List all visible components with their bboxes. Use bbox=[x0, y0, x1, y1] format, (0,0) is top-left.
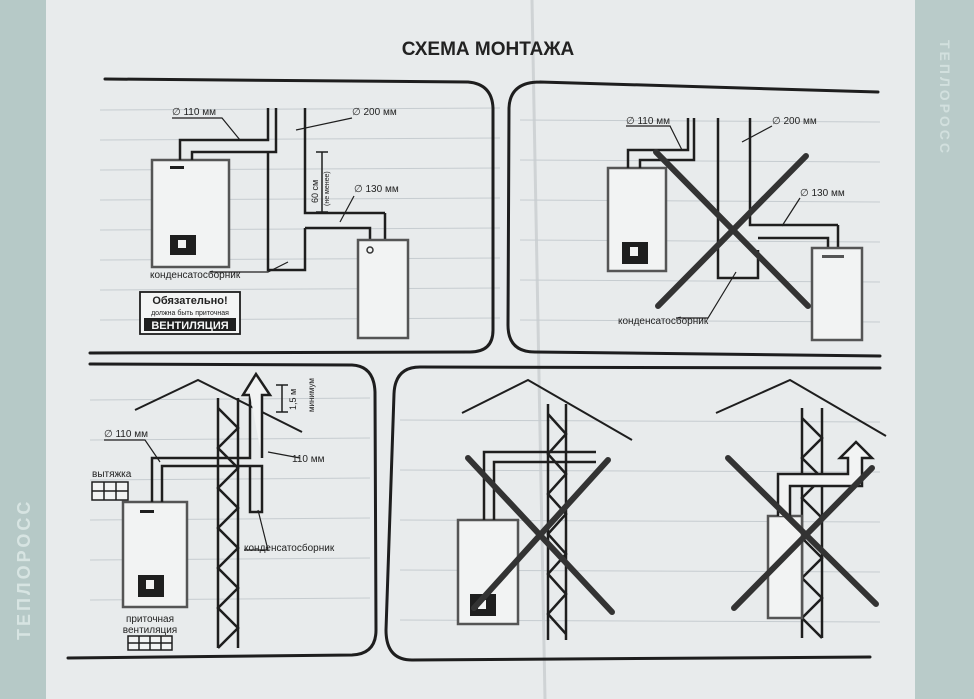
panel-top-right-border bbox=[506, 80, 882, 358]
panel-top-left-border bbox=[88, 77, 495, 355]
label-condensate-bl: конденсатосборник bbox=[244, 542, 335, 554]
ventilation-notice: Обязательно! должна быть приточная ВЕНТИ… bbox=[139, 291, 241, 335]
panel-bottom-left bbox=[91, 371, 303, 651]
flue-pipe-130-tr bbox=[758, 225, 840, 248]
label-110-bl: 110 мм bbox=[292, 454, 325, 465]
label-height-note-tl: (не менее) bbox=[324, 171, 331, 206]
label-d130-tr: ∅ 130 мм bbox=[800, 188, 845, 199]
label-condensate-tl: конденсатосборник bbox=[150, 269, 241, 281]
flue-pipe-bl bbox=[150, 395, 264, 514]
side-text-left: ТЕПЛОРОСС bbox=[14, 499, 34, 640]
label-supply-1: приточная bbox=[126, 614, 174, 625]
panel-borders bbox=[66, 77, 882, 662]
prohibited-cross-b bbox=[725, 455, 879, 611]
left-side-band bbox=[0, 0, 46, 699]
exhaust-grille bbox=[91, 481, 129, 501]
notice-line-2: должна быть приточная bbox=[151, 309, 229, 317]
chimney-200 bbox=[266, 108, 385, 272]
label-height-bl: 1,5 м bbox=[288, 389, 298, 410]
label-d200-tl: ∅ 200 мм bbox=[352, 107, 397, 118]
roof-b bbox=[715, 378, 887, 437]
roof-a bbox=[461, 378, 633, 441]
page-fold bbox=[530, 0, 547, 699]
panel-bottom-right-border bbox=[384, 365, 882, 662]
floor-boiler bbox=[356, 238, 410, 340]
floor-boiler-tr bbox=[810, 246, 864, 342]
notice-line-1: Обязательно! bbox=[152, 295, 227, 307]
label-condensate-tr: конденсатосборник bbox=[618, 315, 709, 327]
supply-grille bbox=[127, 635, 173, 651]
chimney-200-tr bbox=[716, 118, 838, 280]
roof bbox=[134, 378, 303, 433]
notice-line-3: ВЕНТИЛЯЦИЯ bbox=[151, 320, 228, 332]
right-side-band bbox=[915, 0, 974, 699]
label-d200-tr: ∅ 200 мм bbox=[772, 116, 817, 127]
label-d110-bl: ∅ 110 мм bbox=[104, 429, 148, 440]
panel-top-right bbox=[606, 118, 864, 342]
side-text-right: ТЕПЛОРОСС bbox=[937, 40, 953, 156]
flue-pipe-130 bbox=[305, 213, 387, 240]
page-title: СХЕМА МОНТАЖА bbox=[402, 39, 575, 60]
label-d110-tr: ∅ 110 мм bbox=[626, 116, 670, 127]
prohibited-cross-a bbox=[465, 455, 615, 615]
label-supply-2: вентиляция bbox=[123, 625, 177, 636]
panel-top-left bbox=[150, 108, 410, 340]
floor-boiler-knob bbox=[366, 246, 374, 254]
panel-bottom-right bbox=[456, 378, 887, 640]
panel-bottom-left-border bbox=[66, 362, 378, 660]
label-height-note-bl: минимум bbox=[307, 378, 316, 412]
label-height-tl: 60 см bbox=[310, 180, 320, 203]
chimney-arrow bbox=[240, 371, 273, 458]
label-d110-tl: ∅ 110 мм bbox=[172, 107, 216, 118]
flue-pipe-110 bbox=[178, 108, 278, 160]
label-exhaust-bl: вытяжка bbox=[92, 469, 132, 480]
prohibited-cross-tr bbox=[653, 149, 811, 309]
label-d130-tl: ∅ 130 мм bbox=[354, 184, 399, 195]
lattice-mast bbox=[216, 398, 240, 649]
